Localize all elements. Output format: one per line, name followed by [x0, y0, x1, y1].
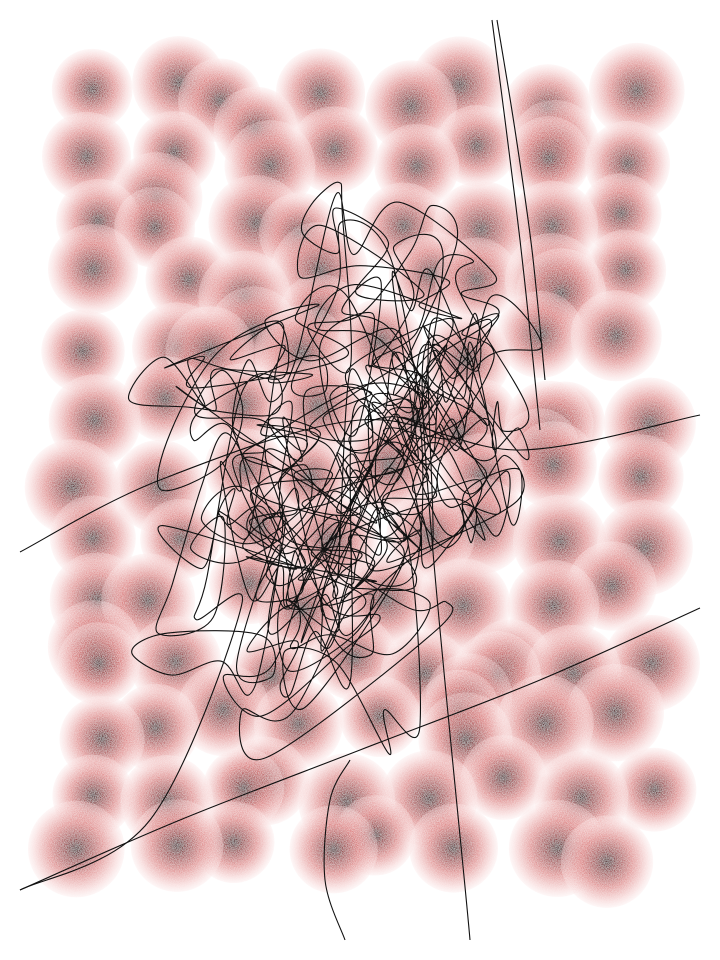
gradient-circle [339, 676, 421, 757]
exiting-line-stroke [496, 19, 546, 381]
gradient-circle [41, 309, 125, 393]
gradient-circle [28, 800, 125, 898]
gradient-circle [48, 223, 138, 314]
gradient-circle [461, 735, 546, 820]
gradient-circle [177, 663, 270, 757]
gradient-circle [434, 237, 519, 322]
gradient-circle [589, 42, 685, 139]
gradient-circle [289, 805, 378, 894]
exiting-line-stroke [491, 19, 541, 431]
gradient-circle [598, 434, 684, 520]
gradient-circle [42, 111, 131, 201]
exiting-line-stroke [323, 759, 351, 941]
gradient-circle [122, 356, 208, 442]
gradient-circle [57, 622, 141, 705]
curve-layer [19, 19, 701, 941]
gradient-circle [130, 799, 224, 892]
gradient-circle [560, 815, 654, 908]
gradient-circle [51, 48, 133, 130]
gradient-circle [409, 803, 498, 893]
gradient-circle [570, 290, 662, 382]
gradient-circle [509, 421, 597, 509]
continuous-curve-line [19, 181, 543, 941]
gradient-circle [612, 747, 697, 832]
exiting-line-stroke [19, 607, 701, 891]
gradient-circle [506, 116, 591, 200]
gradient-circles-layer [24, 36, 700, 908]
exiting-line-stroke [19, 414, 701, 553]
